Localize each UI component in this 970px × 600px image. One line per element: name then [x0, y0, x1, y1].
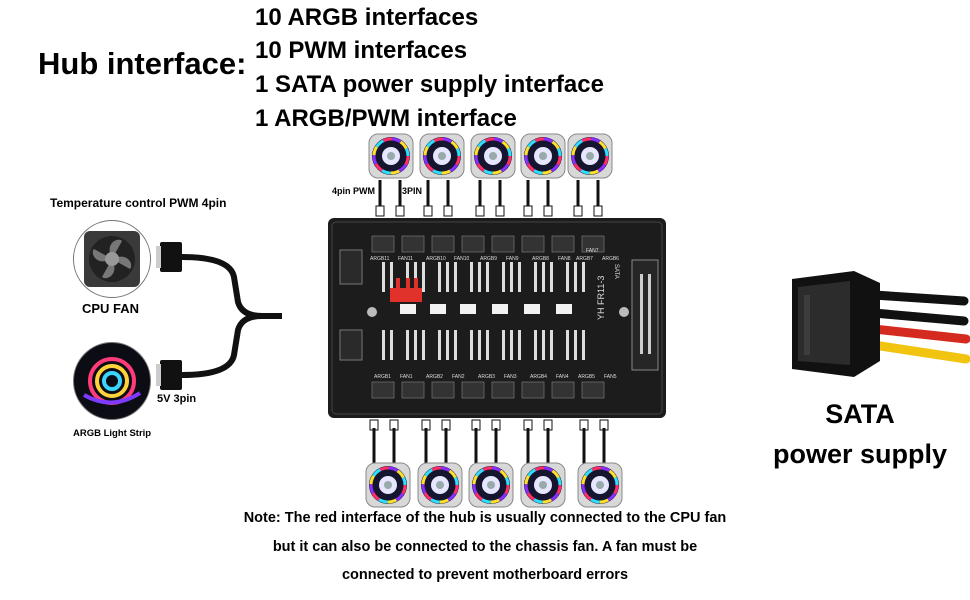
spec-sata: 1 SATA power supply interface	[255, 71, 604, 98]
y-cable-icon	[156, 242, 282, 390]
port-label-bottom-0: ARGB1	[374, 374, 391, 380]
port-label-bottom-6: ARGB4	[530, 374, 547, 380]
cpu-fan-icon	[73, 220, 151, 298]
sata-power-supply-label: SATA power supply	[770, 394, 950, 474]
board-model-text: YH FR11-3	[596, 276, 606, 320]
argb-fan-icon-bottom-1	[364, 461, 412, 509]
port-label-top-6: ARGB8	[532, 256, 549, 262]
cpu-fan-label: CPU FAN	[82, 301, 140, 316]
port-label-bottom-4: ARGB3	[478, 374, 495, 380]
spec-argb-pwm: 1 ARGB/PWM interface	[255, 105, 517, 132]
argb-fan-icon-bottom-4	[519, 461, 567, 509]
port-label-bottom-3: FAN2	[452, 374, 465, 380]
port-label-top-8: ARGB7	[576, 256, 593, 262]
argb-strip-icon	[73, 342, 151, 420]
note-line-1: Note: The red interface of the hub is us…	[243, 510, 727, 526]
temperature-control-label: Temperature control PWM 4pin	[50, 196, 227, 210]
port-label-bottom-1: FAN1	[400, 374, 413, 380]
board-sata-text: SATA	[613, 264, 619, 279]
port-label-bottom-7: FAN4	[556, 374, 569, 380]
argb-fan-icon-bottom-5	[576, 461, 624, 509]
note-line-3: connected to prevent motherboard errors	[341, 567, 629, 583]
pin3-label: 3PIN	[402, 186, 423, 196]
port-label-bottom-9: FAN5	[604, 374, 617, 380]
port-label-top-1: FAN11	[398, 256, 413, 262]
port-label-bottom-5: FAN3	[504, 374, 517, 380]
spec-argb: 10 ARGB interfaces	[255, 4, 479, 31]
note-line-2: but it can also be connected to the chas…	[272, 539, 698, 555]
port-label-top-2: ARGB10	[426, 256, 446, 262]
argb-strip-label: ARGB Light Strip	[73, 428, 152, 439]
port-label-bottom-8: ARGB5	[578, 374, 595, 380]
argb-fan-icon-bottom-3	[467, 461, 515, 509]
sata-power-cable-icon	[792, 271, 970, 377]
sata-label-line1: SATA	[825, 399, 895, 429]
port-label-top-3: FAN10	[454, 256, 470, 262]
port-label-top-7: FAN8	[558, 256, 571, 262]
argb-fan-icon-bottom-2	[416, 461, 464, 509]
port-label-top-9: FAN7	[586, 248, 599, 254]
red-cpu-port	[390, 288, 422, 302]
hub-board-diagram: SATA YH FR11-3 ARGB11 FAN11 ARGB10 FAN10…	[328, 180, 666, 466]
spec-pwm: 10 PWM interfaces	[255, 37, 468, 64]
port-label-top-0: ARGB11	[370, 256, 390, 262]
port-label-top-5: FAN9	[506, 256, 519, 262]
hub-interface-title: Hub interface:	[38, 46, 247, 81]
sata-label-line2: power supply	[772, 439, 948, 469]
port-label-top-4: ARGB9	[480, 256, 497, 262]
port-label-bottom-2: ARGB2	[426, 374, 443, 380]
pwm4-label: 4pin PWM	[332, 186, 375, 196]
five-volt-label: 5V 3pin	[157, 393, 197, 405]
port-label-top-10: ARGB6	[602, 256, 619, 262]
